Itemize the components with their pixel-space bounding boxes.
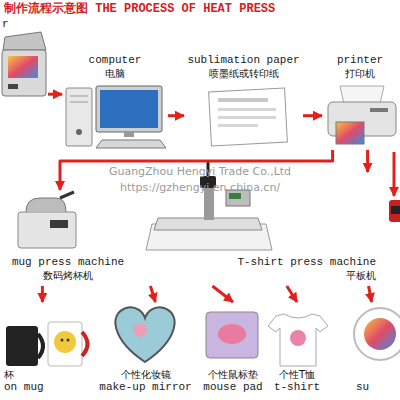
computer-picture [70,96,88,97]
node-label: make-up mirror [99,381,191,394]
node-label: 杯 [4,368,14,381]
node-label: 电脑 [105,67,125,80]
computer-picture [100,90,158,128]
side-product-arrow [393,152,396,196]
scanner-picture [8,56,38,78]
side-product-arrow [391,206,400,214]
mug-picture [38,334,43,358]
computer-picture [96,140,166,148]
mug-picture [67,339,70,342]
node-label: 喷墨纸或转印纸 [209,67,279,80]
diagram-title: 制作流程示意图 THE PROCESS OF HEAT PRESS [4,2,275,16]
mug-node: 杯on mug [2,302,90,398]
node-label: su [356,381,369,394]
mug-press-node: mug press machine数码烤杯机 [4,190,132,286]
mug-press-picture [18,212,76,248]
flow-arrow [366,150,369,172]
node-label: sublimation paper [187,54,299,67]
mousepad-node: 个性鼠标垫mouse pad [200,302,266,398]
mug-picture [54,331,76,353]
tshirt-node: 个性T恤t-shirt [268,302,326,398]
paper-picture [209,88,288,146]
paper-picture [209,88,288,146]
node-label: 数码烤杯机 [43,269,93,282]
flow-arrow [41,286,44,302]
computer-picture [124,132,134,137]
tshirt-picture [268,314,328,366]
scanner-node: r [0,16,48,108]
flow-arrow [168,114,184,117]
paper-node: sublimation paper喷墨纸或转印纸 [184,52,303,150]
plate-node: su [354,302,398,398]
mug-picture [82,332,88,356]
watermark-text: GuangZhou Hengyi Trade Co.,Ltd [60,165,340,179]
node-label: T-shirt press machine [237,256,376,269]
node-label: 个性T恤 [279,368,315,381]
scanner-picture [8,84,18,89]
watermark-text: https://gzhengyi.en.china.cn/ [60,181,340,195]
mug-press-picture [50,220,68,228]
mirror-picture [133,323,147,337]
mirror-node: 个性化妆镜make-up mirror [96,302,195,398]
mug-press-picture [26,198,66,212]
mug-press-picture [18,192,76,248]
paper-picture [218,98,268,102]
mug-press-picture [60,192,74,198]
side-product-arrow [389,152,400,222]
mousepad-picture [206,312,258,358]
paper-picture [218,124,258,127]
paper-picture [218,108,276,111]
scanner-picture [2,32,46,96]
printer-picture [370,108,388,112]
mug-picture [61,339,64,342]
computer-picture [76,129,82,135]
computer-node: computer电脑 [62,52,168,150]
plate-picture [364,318,396,350]
plate-picture [354,308,400,360]
node-label: mouse pad [203,381,262,394]
printer-picture [336,122,364,144]
mug-picture [6,322,88,366]
computer-picture [66,88,92,146]
node-label: mug press machine [12,256,124,269]
mousepad-picture [218,324,246,344]
node-label: computer [89,54,142,67]
printer-picture [328,86,396,144]
flow-arrow [48,93,62,96]
computer-picture [70,102,88,103]
computer-picture [66,86,166,148]
paper-picture [218,116,276,119]
mousepad-picture [206,312,258,358]
flow-arrow [150,286,155,302]
side-product-arrow [389,200,400,222]
mirror-picture [115,307,174,362]
node-label: t-shirt [274,381,320,394]
printer-node: printer打印机 [322,52,398,150]
plate-picture [354,308,400,360]
flow-arrow [369,286,372,302]
scanner-picture [3,32,46,50]
node-label: 平板机 [346,269,376,282]
tshirt-picture [268,314,328,366]
flow-arrow [212,286,233,302]
printer-picture [340,86,384,104]
computer-picture [96,86,162,132]
node-label: printer [337,54,383,67]
mirror-picture [115,307,174,362]
node-label: 打印机 [345,67,375,80]
mug-picture [6,326,38,366]
node-label: on mug [4,381,44,394]
scanner-picture [2,50,46,96]
flow-arrow [303,114,322,117]
tshirt-picture [290,330,306,346]
flow-arrow [287,286,297,302]
node-label: r [2,18,9,31]
mug-picture [48,322,82,366]
node-label: 个性化妆镜 [121,368,171,381]
node-label: 个性鼠标垫 [208,368,258,381]
